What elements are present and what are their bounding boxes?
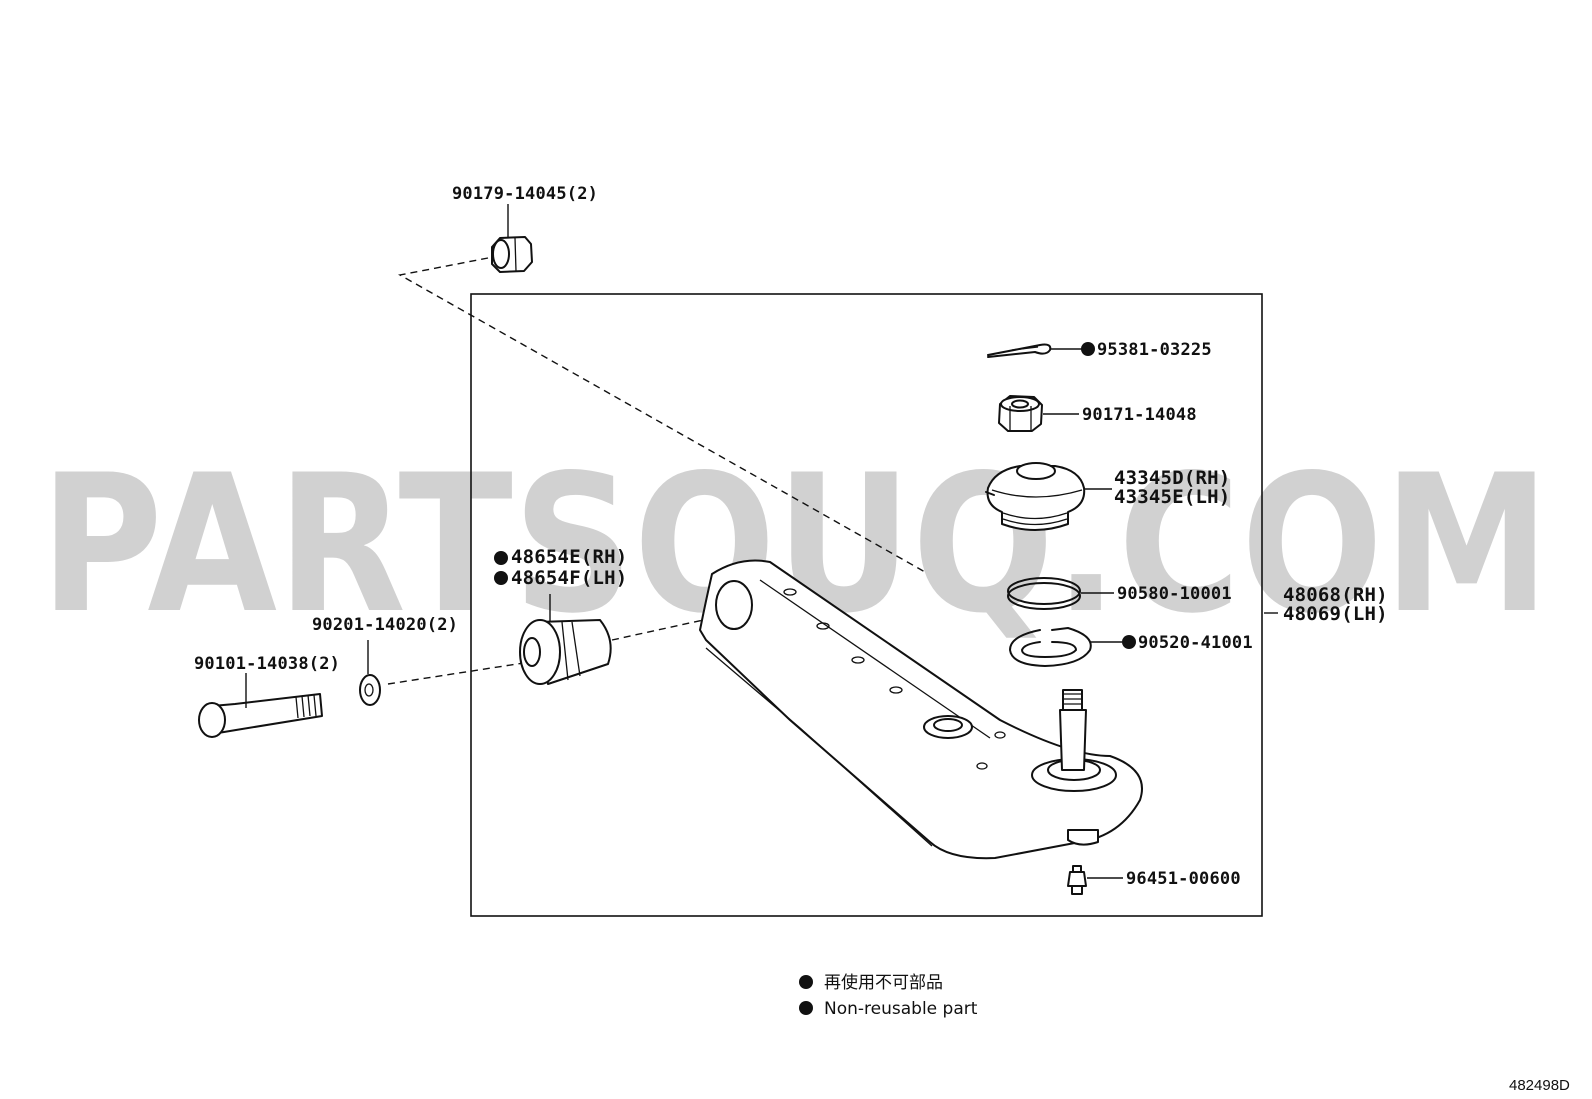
- snap-ring-drawing: [1009, 627, 1092, 667]
- lower-arm-drawing: [699, 559, 1143, 860]
- cotter-pin-drawing: [987, 343, 1052, 358]
- leader-lines: [245, 204, 1278, 879]
- legend-dot-2: [799, 1001, 813, 1015]
- part-label-90179[interactable]: 90179-14045(2): [452, 184, 598, 204]
- non-reusable-dot-90520: [1122, 635, 1136, 649]
- grease-fitting-drawing: [1067, 865, 1087, 895]
- part-label-48068[interactable]: 48068(RH): [1283, 584, 1388, 606]
- legend: 再使用不可部品 Non-reusable part: [799, 972, 978, 1019]
- boot-ring-drawing: [1007, 577, 1081, 610]
- part-label-48654f[interactable]: 48654F(LH): [511, 567, 627, 589]
- part-label-48654e[interactable]: 48654E(RH): [511, 546, 627, 568]
- bolt-drawing: [198, 693, 323, 738]
- legend-english: Non-reusable part: [824, 999, 978, 1019]
- assembly-frame: [470, 293, 1263, 917]
- legend-japanese: 再使用不可部品: [824, 972, 943, 993]
- part-label-90580[interactable]: 90580-10001: [1117, 584, 1232, 604]
- diagram-id: 482498D: [1509, 1077, 1570, 1094]
- bushing-drawing: [519, 619, 612, 685]
- non-reusable-dot-48654e: [494, 551, 508, 565]
- part-label-95381[interactable]: 95381-03225: [1097, 340, 1212, 360]
- part-label-96451[interactable]: 96451-00600: [1126, 869, 1241, 889]
- nut-90179-drawing: [491, 236, 533, 273]
- part-label-43345e[interactable]: 43345E(LH): [1114, 486, 1230, 508]
- part-label-90101[interactable]: 90101-14038(2): [194, 654, 340, 674]
- part-label-48069[interactable]: 48069(LH): [1283, 603, 1388, 625]
- part-label-90171[interactable]: 90171-14048: [1082, 405, 1197, 425]
- non-reusable-dot-95381: [1081, 342, 1095, 356]
- legend-dot-1: [799, 975, 813, 989]
- part-label-90520[interactable]: 90520-41001: [1138, 633, 1253, 653]
- non-reusable-dot-48654f: [494, 571, 508, 585]
- part-label-43345d[interactable]: 43345D(RH): [1114, 467, 1230, 489]
- dust-boot-drawing: [985, 462, 1086, 531]
- washer-drawing: [359, 674, 381, 706]
- castle-nut-drawing: [998, 395, 1043, 432]
- part-label-90201[interactable]: 90201-14020(2): [312, 615, 458, 635]
